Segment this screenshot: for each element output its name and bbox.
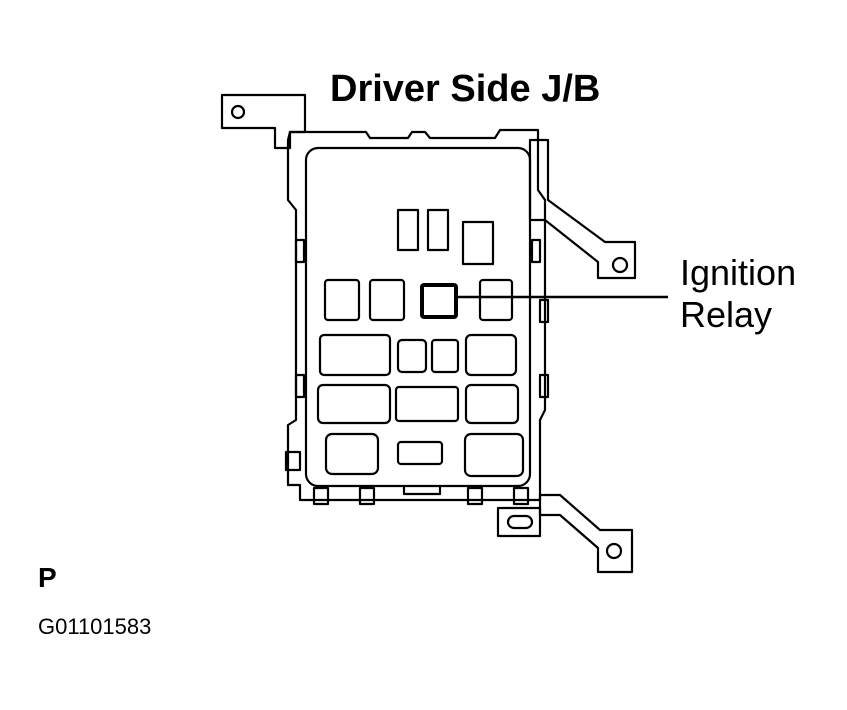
- top-left-mounting-bracket: [220, 93, 307, 150]
- side-clip: [538, 298, 550, 324]
- side-clip: [530, 238, 542, 264]
- ignition-relay-callout: Ignition Relay: [680, 252, 796, 336]
- relay-socket: [394, 385, 460, 423]
- relay-socket: [316, 383, 392, 425]
- fuse: [426, 208, 450, 252]
- bottom-slot-tab: [496, 506, 542, 538]
- relay-socket: [396, 338, 428, 374]
- ignition-relay: [420, 283, 458, 319]
- bottom-foot: [512, 486, 530, 506]
- junction-box-inner-panel: [304, 146, 532, 488]
- bottom-foot: [358, 486, 376, 506]
- relay-socket: [464, 333, 518, 377]
- top-right-mounting-bracket: [528, 138, 637, 280]
- connector-socket: [324, 432, 380, 476]
- bottom-foot: [466, 486, 484, 506]
- side-clip: [294, 373, 306, 399]
- relay: [368, 278, 406, 322]
- diagram-title: Driver Side J/B: [330, 68, 601, 110]
- connector-socket: [463, 432, 525, 478]
- relay: [478, 278, 514, 322]
- relay-socket: [430, 338, 460, 374]
- side-clip: [284, 450, 302, 472]
- bottom-foot: [312, 486, 330, 506]
- relay-socket: [464, 383, 520, 425]
- side-clip: [538, 373, 550, 399]
- figure-letter: P: [38, 562, 57, 593]
- junction-box-housing: [286, 128, 547, 502]
- fuse: [396, 208, 420, 252]
- fuse: [461, 220, 495, 266]
- bottom-latch: [402, 486, 442, 496]
- relay-socket: [318, 333, 392, 377]
- relay: [323, 278, 361, 322]
- figure-code: G01101583: [38, 614, 152, 639]
- bottom-right-mounting-bracket: [538, 493, 634, 574]
- side-clip: [294, 238, 306, 264]
- callout-line-2: Relay: [680, 294, 773, 335]
- callout-line-1: Ignition: [680, 252, 797, 293]
- connector-socket: [396, 440, 444, 466]
